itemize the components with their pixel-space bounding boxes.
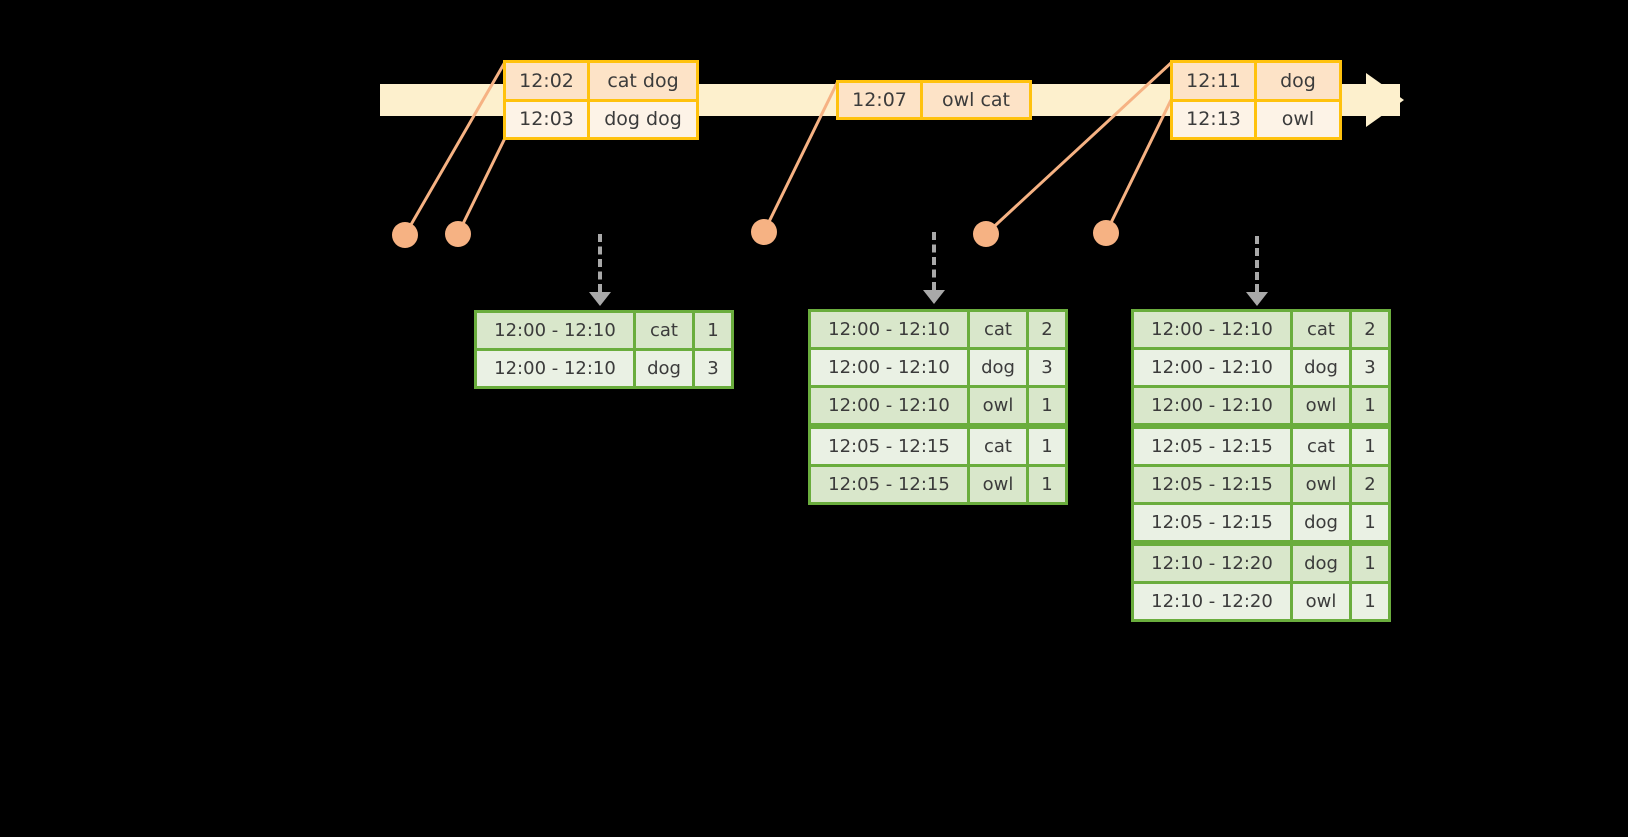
event-words: owl cat: [923, 83, 1029, 117]
cell-count: 3: [1352, 350, 1388, 385]
cell-count: 1: [1352, 505, 1388, 540]
event-time: 12:03: [506, 101, 590, 137]
event-row: 12:11 dog: [1173, 63, 1339, 99]
cell-window: 12:05 - 12:15: [1134, 505, 1290, 540]
cell-window: 12:00 - 12:10: [811, 388, 967, 423]
cell-window: 12:05 - 12:15: [811, 429, 967, 464]
event-time: 12:02: [506, 63, 590, 99]
event-words: owl: [1257, 101, 1339, 137]
event-box-3[interactable]: 12:11 dog 12:13 owl: [1170, 60, 1342, 140]
event-box-2[interactable]: 12:07 owl cat: [836, 80, 1032, 120]
timeline-arrowhead: [1366, 73, 1404, 127]
cell-count: 3: [1029, 350, 1065, 385]
cell-count: 2: [1352, 467, 1388, 502]
cell-window: 12:05 - 12:15: [811, 467, 967, 502]
cell-count: 1: [1029, 467, 1065, 502]
cell-count: 1: [1352, 429, 1388, 464]
connector-dot-3: [751, 219, 777, 245]
cell-window: 12:10 - 12:20: [1134, 546, 1290, 581]
cell-window: 12:00 - 12:10: [811, 350, 967, 385]
cell-count: 1: [1352, 584, 1388, 619]
cell-word: owl: [1293, 467, 1349, 502]
connector-dot-2: [445, 221, 471, 247]
cell-window: 12:00 - 12:10: [1134, 388, 1290, 423]
cell-word: cat: [636, 313, 692, 348]
connector-dot-1: [392, 222, 418, 248]
cell-count: 2: [1029, 312, 1065, 347]
event-time: 12:13: [1173, 101, 1257, 137]
cell-window: 12:05 - 12:15: [1134, 429, 1290, 464]
cell-count: 1: [1029, 429, 1065, 464]
flow-arrow-3-line: [1255, 236, 1259, 292]
cell-count: 1: [1352, 546, 1388, 581]
cell-word: dog: [1293, 350, 1349, 385]
cell-window: 12:00 - 12:10: [811, 312, 967, 347]
cell-word: owl: [1293, 584, 1349, 619]
cell-word: dog: [1293, 505, 1349, 540]
cell-window: 12:00 - 12:10: [477, 351, 633, 386]
event-row: 12:07 owl cat: [839, 83, 1029, 117]
cell-word: cat: [1293, 312, 1349, 347]
event-row: 12:03 dog dog: [506, 98, 696, 137]
cell-window: 12:05 - 12:15: [1134, 467, 1290, 502]
event-time: 12:11: [1173, 63, 1257, 99]
cell-word: owl: [970, 467, 1026, 502]
event-box-1[interactable]: 12:02 cat dog 12:03 dog dog: [503, 60, 699, 140]
cell-count: 3: [695, 351, 731, 386]
cell-count: 1: [1352, 388, 1388, 423]
cell-count: 2: [1352, 312, 1388, 347]
event-row: 12:13 owl: [1173, 98, 1339, 137]
event-words: dog dog: [590, 101, 696, 137]
cell-word: dog: [636, 351, 692, 386]
event-words: dog: [1257, 63, 1339, 99]
flow-arrow-3-head: [1246, 292, 1268, 306]
connector-dot-5: [1093, 220, 1119, 246]
event-time: 12:07: [839, 83, 923, 117]
cell-word: dog: [1293, 546, 1349, 581]
flow-arrow-2-line: [932, 232, 936, 290]
flow-arrow-1-head: [589, 292, 611, 306]
event-row: 12:02 cat dog: [506, 63, 696, 99]
cell-window: 12:00 - 12:10: [477, 313, 633, 348]
cell-word: cat: [970, 312, 1026, 347]
cell-count: 1: [695, 313, 731, 348]
cell-window: 12:10 - 12:20: [1134, 584, 1290, 619]
cell-window: 12:00 - 12:10: [1134, 350, 1290, 385]
cell-word: dog: [970, 350, 1026, 385]
cell-word: cat: [1293, 429, 1349, 464]
connector-dot-4: [973, 221, 999, 247]
flow-arrow-1-line: [598, 234, 602, 292]
cell-word: owl: [1293, 388, 1349, 423]
flow-arrow-2-head: [923, 290, 945, 304]
cell-word: cat: [970, 429, 1026, 464]
cell-word: owl: [970, 388, 1026, 423]
cell-window: 12:00 - 12:10: [1134, 312, 1290, 347]
cell-count: 1: [1029, 388, 1065, 423]
event-words: cat dog: [590, 63, 696, 99]
